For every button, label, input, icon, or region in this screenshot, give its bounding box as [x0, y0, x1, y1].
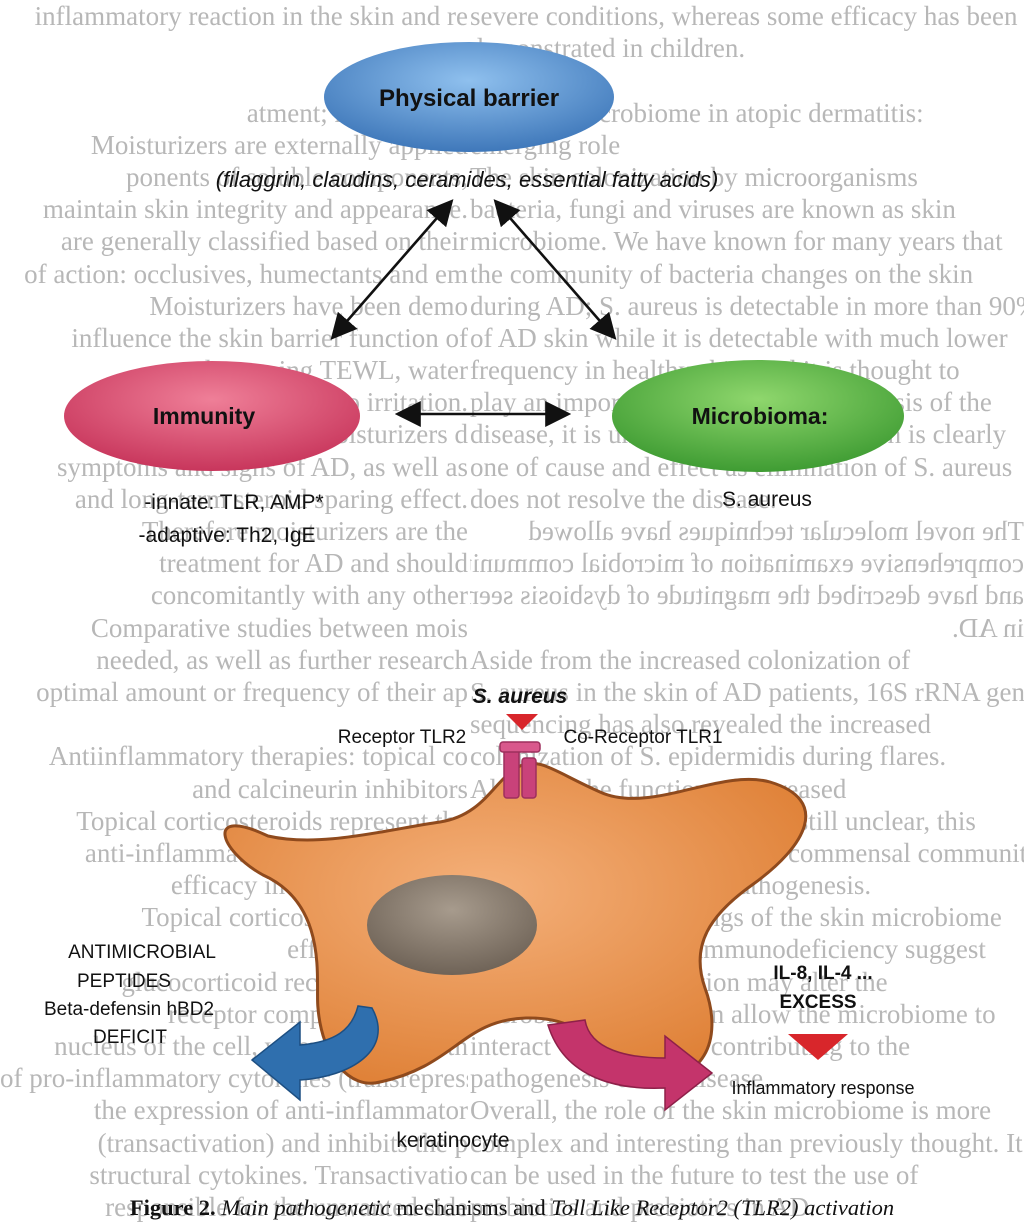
background-text-line: severe conditions, whereas some efficacy… [470, 1, 1018, 31]
peptides-label: PEPTIDES [77, 971, 171, 992]
excess-down-triangle [788, 1034, 848, 1060]
caption-plain-part: mechanisms and [396, 1195, 546, 1220]
background-text-line: does not resolve the disease. [470, 483, 777, 514]
s-aureus-triangle [506, 714, 538, 730]
background-text-line: and long-term steroid sparing effect. [74, 483, 468, 514]
inflammatory-response-label: Inflammatory response [731, 1078, 914, 1098]
background-text-line: and calcineurin inhibitors [192, 773, 468, 804]
barrier-microbioma-arrow [493, 199, 617, 340]
background-text-line: probiotics and prebiotics in AD. [470, 1191, 816, 1222]
antimicrobial-output-arrow [250, 1005, 379, 1102]
microbioma-ellipse [612, 360, 904, 472]
background-text-line: Therefore moisturizers are the [141, 516, 468, 546]
background-text-line: Overall, the role of the skin microbiome… [470, 1095, 992, 1126]
co-receptor-tlr1-label: Co-Receptor TLR1 [563, 727, 722, 748]
immunity-title: Immunity [153, 403, 255, 429]
background-text-line: Antiinflammatory therapies: topical co [48, 741, 468, 772]
immunity-innate: -innate: TLR, AMP* [144, 491, 323, 514]
background-text-line: Comparative studies between mois [90, 612, 468, 643]
background-text-line: treatment for AD and should [159, 548, 468, 579]
beta-defensin-label: Beta-defensin hBD2 [44, 999, 214, 1020]
background-text-line: optimal amount or frequency of their ap [36, 676, 468, 707]
caption-italic-part1: Main pathogenetic [221, 1195, 391, 1220]
immunity-adaptive: -adaptive: Th2, IgE [138, 524, 315, 547]
background-text-line: inflammatory reaction in the skin and re [34, 1, 468, 31]
caption-figure-label: Figure 2. [129, 1195, 216, 1220]
cytokines-label: IL-8, IL-4 ... [773, 963, 872, 984]
background-text-line: (transactivation) and inhibits the p [97, 1127, 468, 1158]
background-text-line: structural cytokines. Transactivatio [89, 1159, 468, 1190]
background-text-line: responsible for the unwanted side [105, 1191, 468, 1222]
microbioma-detail: S. aureus [722, 488, 812, 511]
background-text-line: needed, as well as further research [96, 644, 468, 675]
background-text-line: The skin colonization by microorganisms [470, 161, 918, 192]
s-aureus-label: S. aureus [473, 685, 568, 708]
background-text-line: concomitantly with any other [150, 580, 468, 611]
background-text-line: sequencing has also revealed the increas… [470, 709, 932, 740]
physical-barrier-title: Physical barrier [379, 85, 559, 112]
background-text-line: complex and interesting than previously … [470, 1127, 1023, 1158]
background-text-line: Aside from the increased colonization of [470, 644, 911, 675]
background-text-line: ponents of soluble components, [126, 161, 468, 192]
background-text-line: S. aureus in the skin of AD patients, 16… [470, 676, 1024, 707]
excess-label: EXCESS [779, 992, 856, 1013]
tlr2-receptor [503, 747, 520, 799]
antimicrobial-label: ANTIMICROBIAL [68, 942, 216, 963]
tlr-receptor-top [499, 741, 541, 753]
physical-barrier-ellipse [324, 42, 614, 152]
figure-caption: Figure 2. Main pathogenetic mechanisms a… [0, 1195, 1024, 1221]
immunity-ellipse [64, 361, 360, 471]
tlr1-co-receptor [521, 757, 537, 799]
barrier-immunity-arrow [330, 199, 454, 340]
keratinocyte-label: keratinocyte [396, 1129, 509, 1152]
cell-nucleus [367, 875, 537, 975]
background-text-line: can be used in the future to test the us… [470, 1159, 919, 1190]
caption-italic-part2: Toll Like Receptor2 (TLR2) activation [551, 1195, 895, 1220]
physical-barrier-detail: (filaggrin, claudins, ceramides, essenti… [216, 167, 719, 192]
background-text-line: the expression of anti-inflammator [93, 1095, 468, 1126]
deficit-label: DEFICIT [93, 1027, 167, 1048]
microbioma-title: Microbioma: [692, 403, 829, 429]
receptor-tlr2-label: Receptor TLR2 [338, 727, 467, 748]
inflammatory-output-arrow [547, 1019, 714, 1112]
